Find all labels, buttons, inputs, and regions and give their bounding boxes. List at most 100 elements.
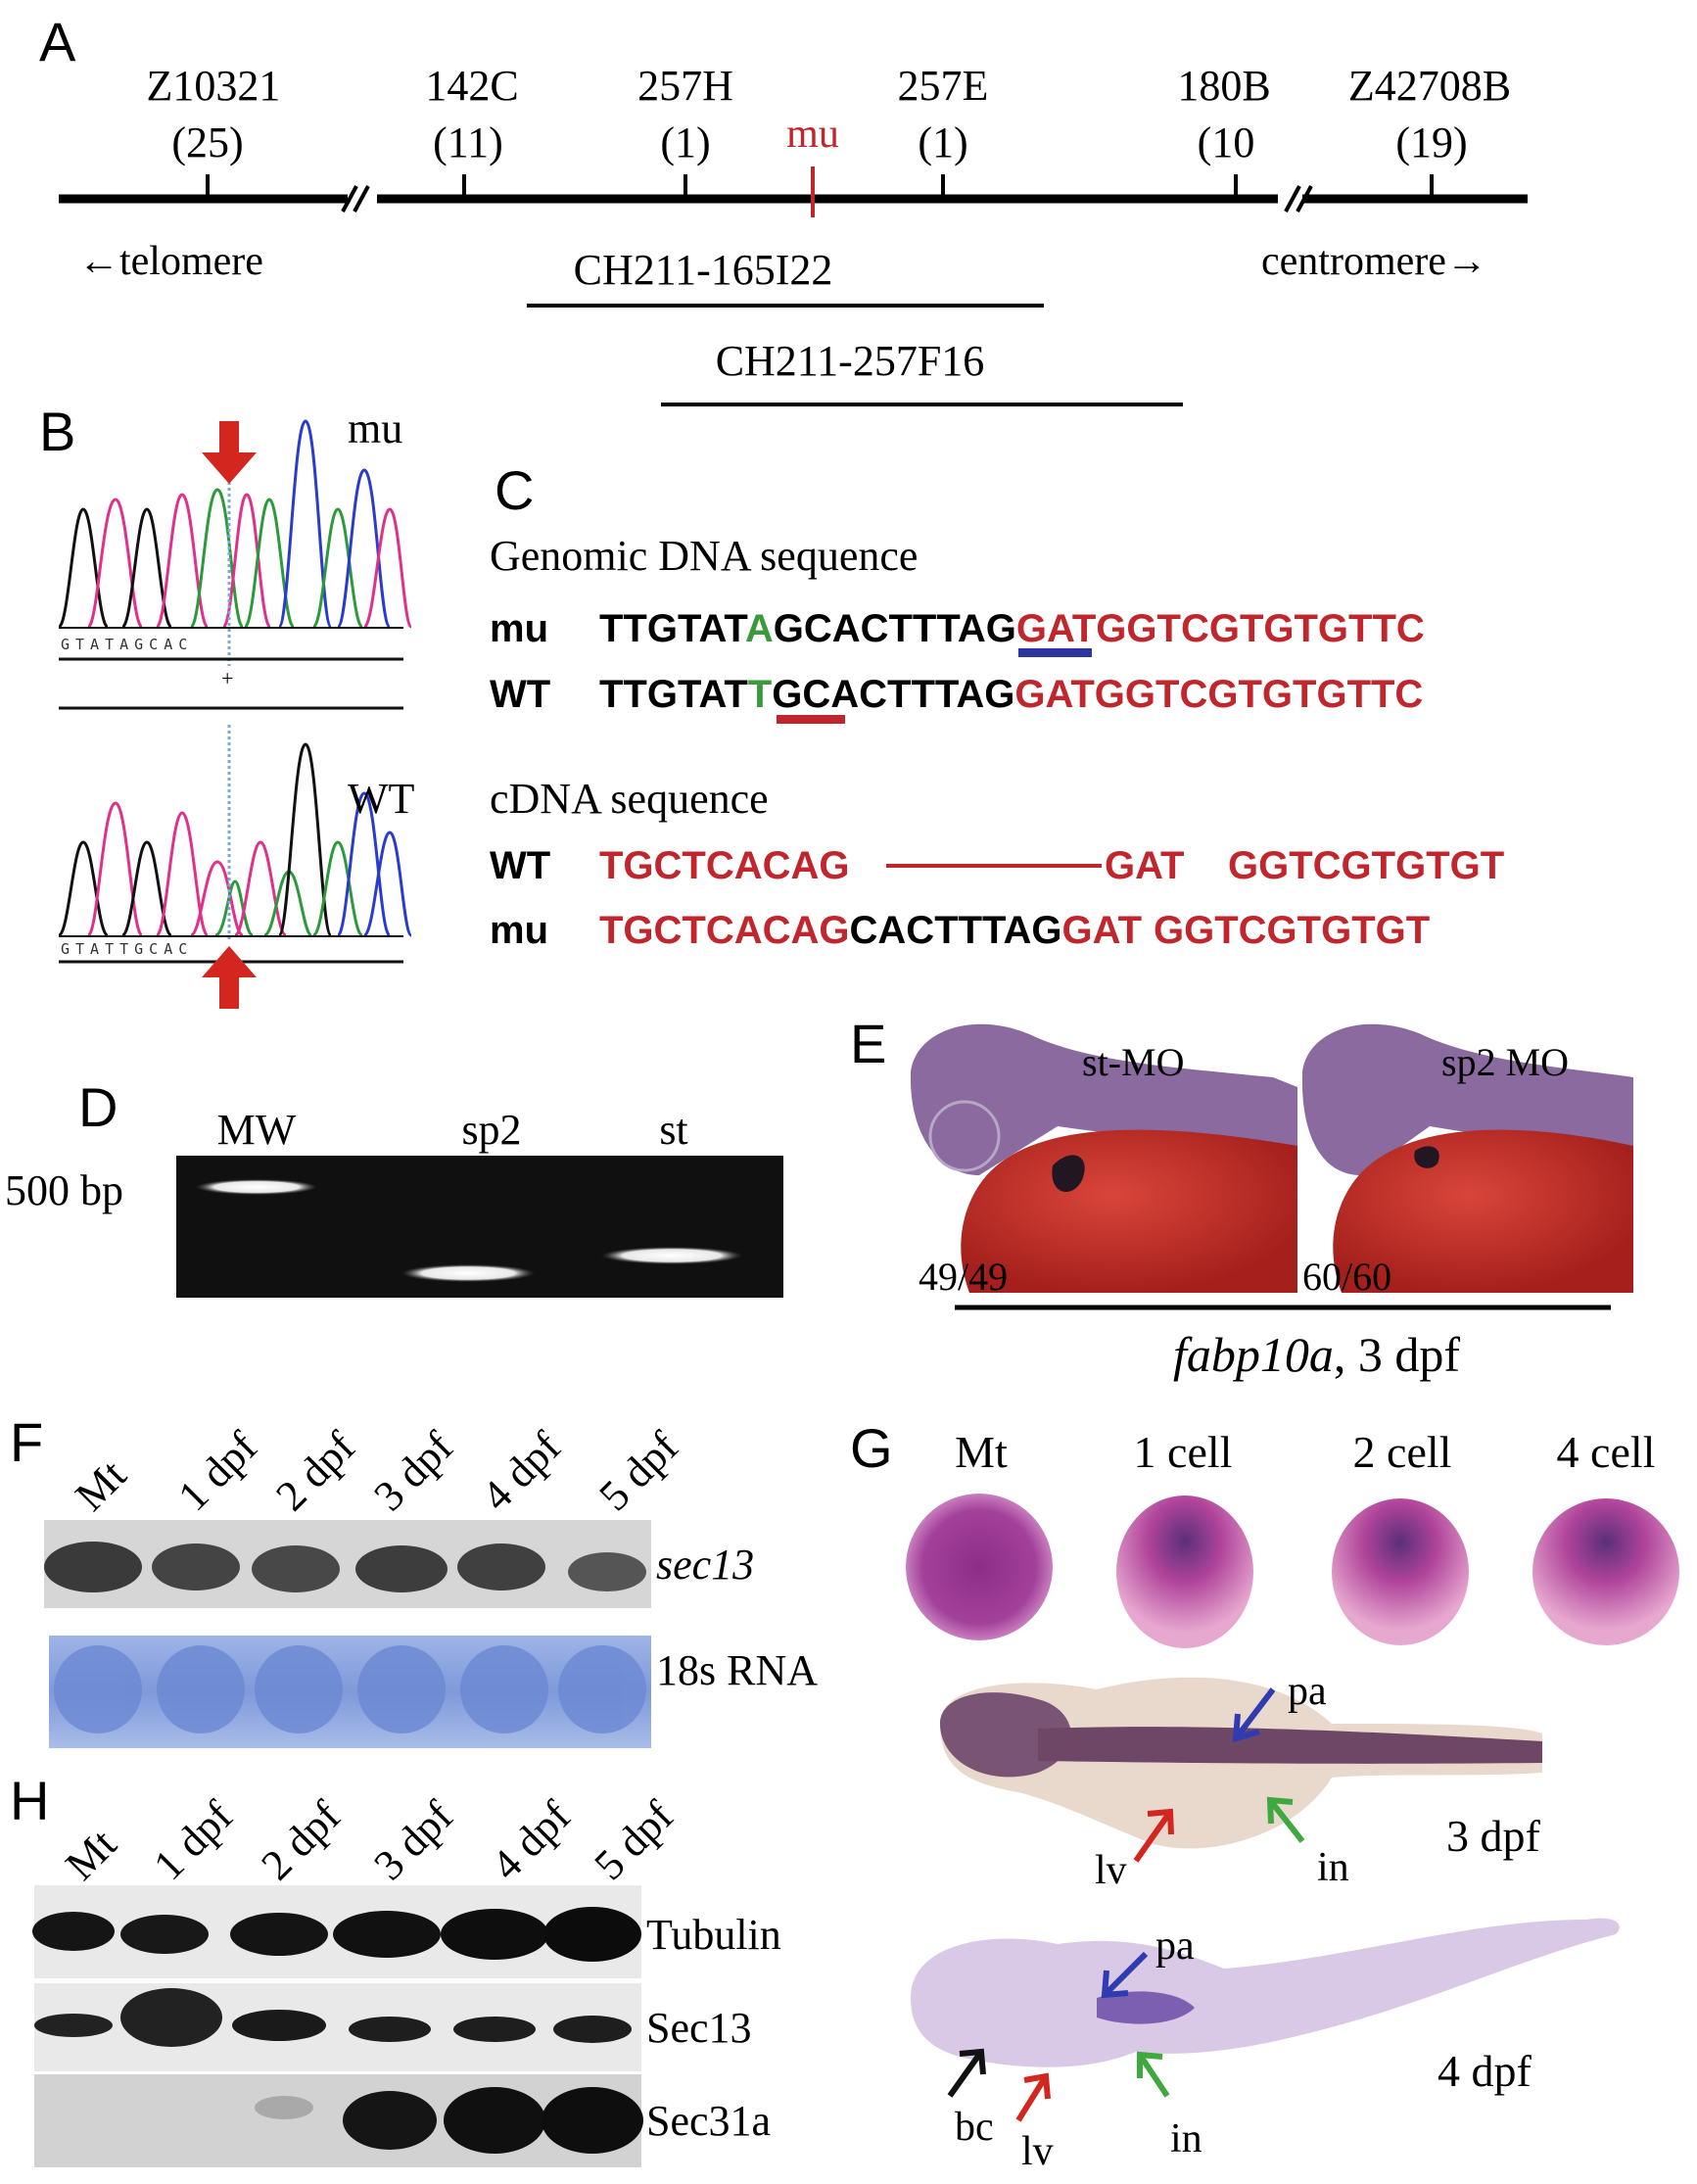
genomic-row-wt-label: WT	[490, 673, 550, 716]
label-in: in	[1317, 1845, 1349, 1890]
gel-band-st	[601, 1247, 742, 1264]
lane-label: Mt	[56, 1820, 125, 1889]
panel-label-d: D	[78, 1076, 118, 1138]
lane-label: 3 dpf	[364, 1422, 462, 1520]
gel-band-sp2	[401, 1264, 535, 1282]
embryo-2-cell	[1332, 1498, 1469, 1645]
lane-label: Mt	[66, 1450, 135, 1520]
marker-count: (19)	[1395, 119, 1467, 166]
marker-name: 257E	[898, 62, 989, 110]
northern-band	[152, 1543, 240, 1591]
splice-site-underline-blue	[1018, 648, 1092, 657]
svg-text:+: +	[221, 666, 233, 690]
cdna-row-wt-label: WT	[490, 844, 550, 887]
loading-label: 18s RNA	[656, 1646, 818, 1694]
arrow-blue-icon	[1102, 1951, 1149, 1998]
embryo-1-cell	[1116, 1496, 1253, 1648]
chromatogram-wt: GTATTGCAC	[57, 725, 413, 964]
bac-clone-label: CH211-257F16	[716, 337, 985, 385]
cdna-row-mu-label: mu	[490, 909, 548, 952]
mu-base-calls: GTATAGCAC	[61, 636, 193, 653]
gel-band-marker	[196, 1179, 317, 1195]
label-pa: pa	[1288, 1669, 1327, 1714]
label-pa: pa	[1155, 1923, 1195, 1969]
label-lv: lv	[1095, 1848, 1127, 1893]
splice-site-underline-red	[777, 715, 845, 724]
genomic-row-wt: TTGTATTGCACTTTAGGATGGTCGTGTGTTC	[599, 673, 1423, 716]
arrow-blue-icon	[1233, 1687, 1276, 1740]
lane-label: 5 dpf	[585, 1791, 683, 1889]
telomere-label: ←telomere	[78, 239, 263, 284]
marker-name: Z10321	[147, 62, 281, 110]
stage-label: 2 cell	[1353, 1427, 1452, 1477]
panel-f-northern: Mt 1 dpf 2 dpf 3 dpf 4 dpf 5 dpf sec13 1…	[44, 1422, 818, 1748]
marker-name: 180B	[1177, 62, 1270, 110]
rrna-loading	[49, 1636, 651, 1748]
marker-count: (25)	[171, 119, 243, 166]
gel-lane-label: sp2	[461, 1106, 521, 1154]
wt-label: WT	[348, 775, 415, 823]
northern-band	[457, 1543, 545, 1591]
wt-base-calls: GTATTGCAC	[61, 940, 193, 958]
cdna-row-wt-part1: TGCTCACAG	[599, 844, 850, 887]
cdna-row-wt-part2: GAT	[1105, 844, 1184, 887]
embryo-mt	[906, 1494, 1053, 1640]
label-in: in	[1170, 2116, 1202, 2161]
panel-label-h: H	[10, 1770, 49, 1831]
stage-label: 4 cell	[1557, 1427, 1656, 1477]
image-count: 60/60	[1302, 1255, 1391, 1299]
centromere-label: centromere→	[1261, 239, 1487, 284]
label-lv: lv	[1021, 2129, 1054, 2174]
marker-name: 142C	[425, 62, 518, 110]
arrow-black-icon	[947, 2050, 984, 2098]
lane-label: 1 dpf	[168, 1422, 266, 1520]
cdna-row-wt-part3: GGTCGTGTGT	[1228, 844, 1504, 887]
panel-d-gel: MW sp2 st 500 bp	[5, 1106, 783, 1298]
northern-band	[44, 1542, 142, 1592]
panel-e-images: st-MO 49/49 sp2 MO 60/60 fabp10a, 3 dpf	[906, 1014, 1635, 1382]
gel-lane-label: MW	[217, 1106, 297, 1154]
marker-count: (10	[1198, 119, 1255, 166]
lane-label: 4 dpf	[472, 1422, 570, 1520]
panel-e-caption: fabp10a, 3 dpf	[1173, 1327, 1460, 1382]
genomic-row-mu-label: mu	[490, 607, 548, 650]
panel-b-chromatograms: GTATAGCAC + mu GTATTGCAC W	[57, 404, 415, 1009]
mutation-label: mu	[786, 112, 839, 157]
image-label: st-MO	[1082, 1040, 1184, 1084]
stage-3dpf: 3 dpf	[1446, 1811, 1541, 1861]
marker-count: (1)	[660, 119, 710, 166]
break-mark-left	[341, 185, 370, 213]
embryo-image-sp2-mo: sp2 MO 60/60	[1297, 1014, 1635, 1299]
northern-blot	[44, 1520, 651, 1608]
marker-count: (1)	[918, 119, 967, 166]
mutation-arrow-icon	[202, 421, 257, 484]
stage-4dpf: 4 dpf	[1438, 2046, 1532, 2096]
lane-label: 2 dpf	[266, 1422, 364, 1520]
arrow-red-icon	[1015, 2074, 1049, 2122]
embryo-4-cell	[1532, 1498, 1679, 1645]
panel-label-b: B	[39, 401, 75, 462]
stage-label: 1 cell	[1134, 1427, 1233, 1477]
panel-label-g: G	[850, 1417, 893, 1479]
label-bc: bc	[955, 2105, 994, 2150]
larva-4dpf: pa bc lv in 4 dpf	[911, 1918, 1620, 2174]
northern-band	[355, 1545, 448, 1592]
panel-c-sequences: Genomic DNA sequence mu TTGTATAGCACTTTAG…	[490, 532, 1504, 952]
embryo-image-st-mo: st-MO 49/49	[906, 1014, 1297, 1299]
panel-a-map: Z10321 142C 257H 257E 180B Z42708B (25) …	[59, 62, 1528, 406]
lane-label: 5 dpf	[589, 1422, 687, 1520]
panel-label-c: C	[495, 459, 534, 521]
lane-label: 2 dpf	[252, 1791, 350, 1889]
arrow-green-icon	[1267, 1798, 1305, 1843]
lane-label: 3 dpf	[364, 1791, 462, 1889]
northern-band	[252, 1545, 340, 1592]
genomic-row-mu: TTGTATAGCACTTTAGGATGGTCGTGTGTTC	[599, 607, 1425, 650]
lane-label: 4 dpf	[482, 1791, 580, 1889]
image-label: sp2 MO	[1441, 1040, 1569, 1084]
mu-label: mu	[348, 404, 402, 452]
bac-clone-label: CH211-165I22	[574, 246, 833, 294]
blot-label: Tubulin	[646, 1911, 781, 1959]
panel-h-western: Mt 1 dpf 2 dpf 3 dpf 4 dpf 5 dpf Tubulin…	[32, 1791, 781, 2167]
